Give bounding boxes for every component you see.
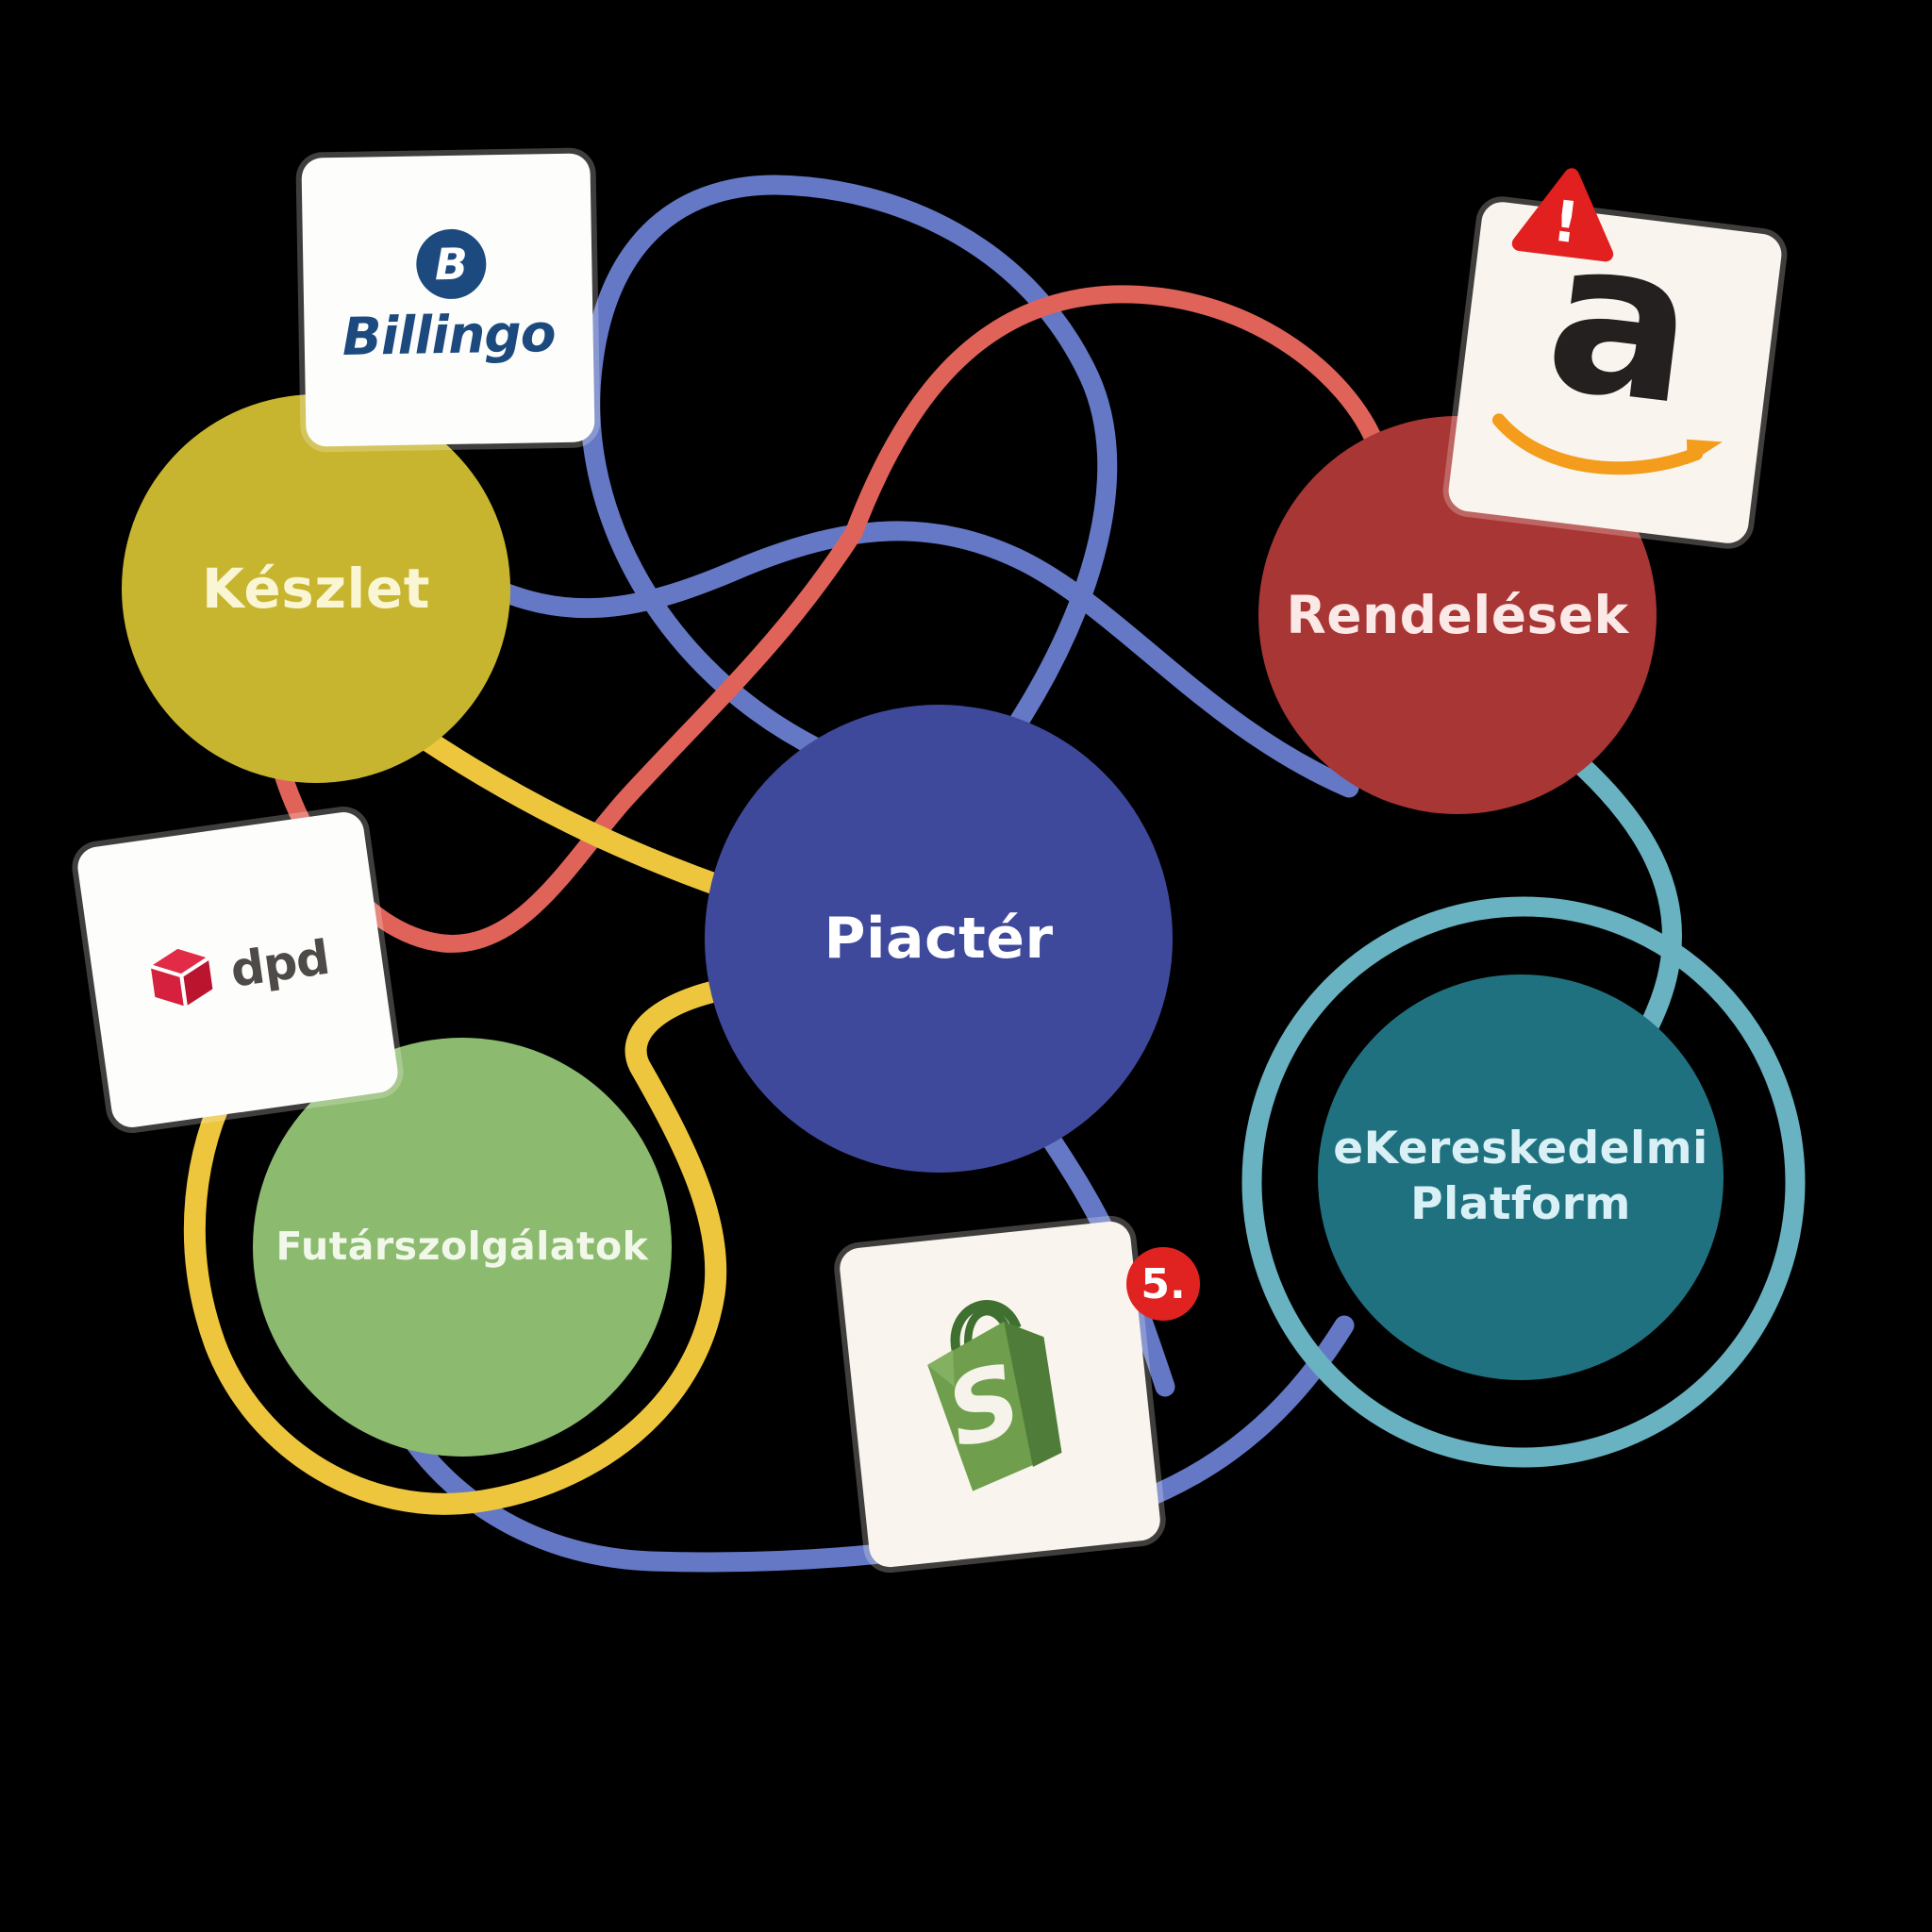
node-label: Futárszolgálatok (275, 1224, 649, 1270)
blue-keszlet-rendelesek-line (461, 521, 1359, 798)
node-label: Rendelések (1286, 584, 1629, 645)
card-amazon: a (1446, 191, 1784, 546)
teal-platform-ring (1241, 896, 1806, 1468)
node-label: Piactér (824, 905, 1054, 972)
shopify-bag-icon: S (927, 1300, 1062, 1491)
blue-futar-platform-line (367, 1315, 1355, 1573)
card-dpd: dpd (75, 809, 401, 1130)
card-shopify: S (838, 1219, 1162, 1570)
node-marketplace: Piactér (705, 705, 1173, 1173)
dpd-wordmark: dpd (226, 929, 333, 998)
node-label: Készlet (202, 556, 430, 621)
billingo-wordmark: Billingo (341, 303, 557, 367)
billingo-logo-icon: B (415, 228, 487, 300)
yellow-keszlet-piacter-line (392, 713, 747, 903)
red-line (266, 285, 1387, 953)
blue-loop-line (580, 175, 1118, 760)
node-label: eKereskedelmi Platform (1333, 1123, 1708, 1230)
node-inventory: Készlet (122, 394, 510, 783)
yellow-futar-ring-line (183, 975, 749, 1515)
node-ecommerce-platform: eKereskedelmi Platform (1318, 974, 1724, 1380)
notification-badge: 5. (1126, 1247, 1200, 1321)
badge-count: 5. (1141, 1259, 1186, 1308)
amazon-smile-icon (1491, 413, 1723, 475)
card-billingo: B Billingo (301, 153, 595, 447)
dpd-cube-icon (149, 948, 213, 1008)
node-couriers: Futárszolgálatok (253, 1038, 672, 1457)
warning-badge-icon: ! (1511, 168, 1614, 262)
